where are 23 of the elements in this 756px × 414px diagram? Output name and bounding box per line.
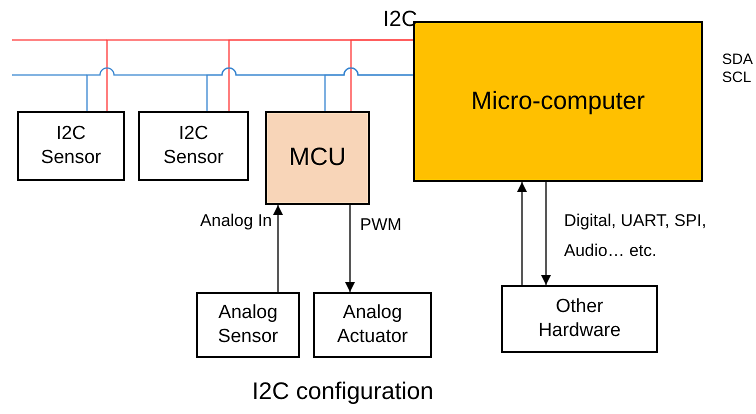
arrow: [345, 205, 355, 292]
caption: I2C configuration: [252, 380, 434, 404]
arrow: [541, 182, 551, 285]
box-label: Analog Sensor: [216, 301, 280, 349]
box-label: Analog Actuator: [336, 301, 409, 349]
box-label: MCU: [289, 142, 346, 174]
box-label: I2C Sensor: [40, 122, 102, 170]
box-label: Other Hardware: [537, 295, 622, 343]
signal-label: I2C: [383, 8, 418, 30]
component-box: [265, 111, 370, 205]
component-box: [196, 292, 300, 358]
component-box: [313, 292, 432, 358]
component-box: [17, 111, 125, 181]
component-box: [501, 285, 658, 353]
component-box: [138, 111, 249, 181]
signal-label: SCL: [722, 70, 752, 85]
bus-line: [324, 67, 413, 111]
arrow: [517, 182, 527, 285]
bus-line: [350, 39, 413, 111]
box-label: Micro-computer: [471, 86, 645, 117]
signal-label: SDA: [722, 52, 753, 67]
box-label: I2C Sensor: [162, 122, 225, 170]
arrow: [273, 205, 283, 292]
